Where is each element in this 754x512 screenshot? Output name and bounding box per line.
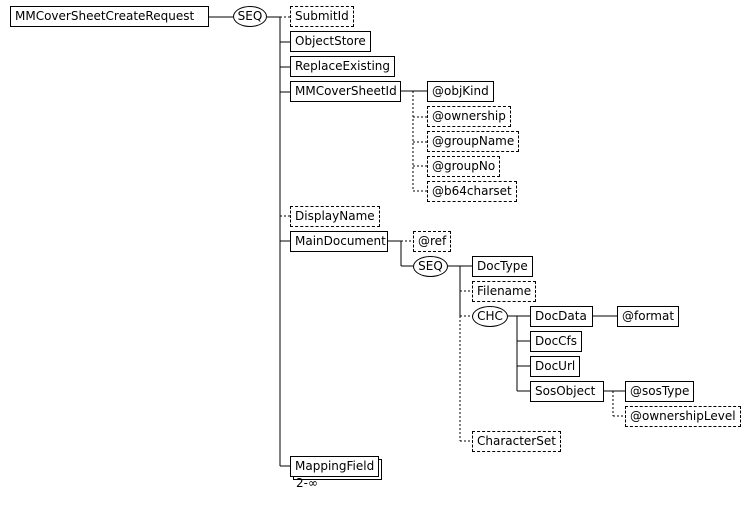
choice-compositor: CHC — [472, 306, 508, 327]
sos-type-attribute[interactable]: @sosType — [625, 381, 695, 402]
sequence-compositor: SEQ — [233, 6, 267, 27]
ownership-level-attribute[interactable]: @ownershipLevel — [625, 406, 741, 427]
character-set-node[interactable]: CharacterSet — [472, 431, 561, 452]
root-element-node[interactable]: MMCoverSheetCreateRequest — [10, 6, 209, 27]
main-document-sequence-compositor: SEQ — [413, 256, 448, 277]
obj-kind-attribute[interactable]: @objKind — [427, 81, 494, 102]
main-document-node[interactable]: MainDocument — [290, 231, 388, 252]
mm-cover-sheet-id-node[interactable]: MMCoverSheetId — [290, 81, 401, 102]
mapping-field-node[interactable]: MappingField — [290, 456, 380, 477]
group-no-attribute[interactable]: @groupNo — [427, 156, 501, 177]
ref-attribute[interactable]: @ref — [413, 231, 452, 252]
doc-url-node[interactable]: DocUrl — [530, 356, 581, 377]
object-store-node[interactable]: ObjectStore — [290, 31, 371, 52]
b64charset-attribute[interactable]: @b64charset — [427, 181, 517, 202]
replace-existing-node[interactable]: ReplaceExisting — [290, 56, 395, 77]
doc-cfs-node[interactable]: DocCfs — [530, 331, 583, 352]
sos-object-node[interactable]: SosObject — [530, 381, 604, 402]
format-attribute[interactable]: @format — [617, 306, 680, 327]
submit-id-node[interactable]: SubmitId — [290, 6, 354, 27]
group-name-attribute[interactable]: @groupName — [427, 131, 520, 152]
display-name-node[interactable]: DisplayName — [290, 206, 380, 227]
ownership-attribute[interactable]: @ownership — [427, 106, 511, 127]
doc-type-node[interactable]: DocType — [472, 256, 533, 277]
filename-node[interactable]: Filename — [472, 281, 537, 302]
doc-data-node[interactable]: DocData — [530, 306, 593, 327]
mapping-field-cardinality: 2-∞ — [296, 476, 318, 490]
